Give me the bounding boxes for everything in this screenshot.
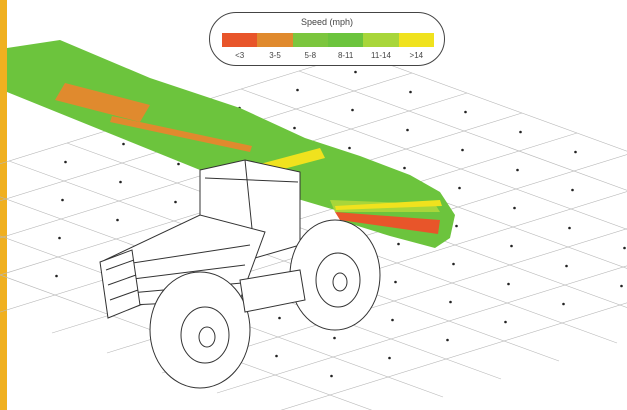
speed-legend: Speed (mph) <3 3-5 5-8 8-11 11-14 >14 [209,12,445,66]
path-segment-stop-wedge [335,212,440,234]
grid-dot [177,162,180,166]
grid-dot [620,284,623,288]
grid-dot [354,70,357,74]
grid-dot [516,168,519,172]
grid-dot [568,226,571,230]
grid-dot [122,142,125,146]
grid-dot [58,236,61,240]
legend-swatches [222,33,434,47]
grid-line [298,70,627,191]
grid-dot [519,130,522,134]
grid-line [0,52,358,165]
grid-dot [391,318,394,322]
hood-line-1 [119,244,251,266]
grid-dot [116,218,119,222]
grid-line [0,92,468,239]
grille-line-2 [107,274,137,286]
grid-dot [397,242,400,246]
grid-dot [293,126,296,130]
legend-label: 8-11 [337,51,354,60]
grid-dot [351,108,354,112]
legend-swatch [222,33,258,47]
left-edge-bar [0,0,7,410]
path-segment-slow-stripe [110,116,252,152]
grid-dot [510,244,513,248]
grid-dot [388,356,391,360]
legend-swatch [257,33,293,47]
grid-dot [394,280,397,284]
grid-dot [513,206,516,210]
legend-swatch [398,33,434,47]
legend-label: >14 [409,51,424,60]
grid-dot [403,166,406,170]
grid-dot [455,224,458,228]
grid-dot [409,90,412,94]
tractor-wireframe-icon [99,159,381,389]
tractor-frame [239,269,306,313]
grid-line [240,88,627,230]
tractor-grille [99,249,141,319]
grille-line-3 [109,289,139,301]
legend-label: 3-5 [269,51,281,60]
legend-swatch [327,33,364,47]
grid-dot [348,146,351,150]
grid-dot [623,246,626,250]
legend-swatch [363,33,399,47]
grid-dot [504,320,507,324]
grid-dot [464,110,467,114]
legend-label: 5-8 [304,51,317,60]
legend-swatch [292,33,328,47]
grid-dot [64,160,67,164]
grid-dot [55,274,58,278]
front-wheel-hub [198,326,216,348]
grid-line [356,52,627,152]
grid-dot [449,300,452,304]
grid-dot [61,198,64,202]
grid-dot [574,150,577,154]
grid-dot [333,336,336,340]
grid-line [0,72,413,202]
grid-dot [406,128,409,132]
grille-line-1 [105,259,135,271]
legend-label: <3 [235,51,245,60]
cab-roof-line [204,177,299,183]
grid-dot [571,188,574,192]
grid-dot [330,374,333,378]
grid-dot [275,354,278,358]
legend-labels: <3 3-5 5-8 8-11 11-14 >14 [222,51,434,60]
grid-dot [278,316,281,320]
grid-dot [174,200,177,204]
path-segment-slow-band [55,83,150,122]
path-segment-fast-wedge [335,200,442,210]
grid-dot [562,302,565,306]
grid-dot [461,148,464,152]
grid-dot [296,88,299,92]
grid-dot [565,264,568,268]
legend-title: Speed (mph) [300,17,354,27]
grid-dot [507,282,510,286]
rear-wheel-hub [332,272,348,292]
hood-line-2 [124,264,246,281]
grid-dot [119,180,122,184]
grid-dot [458,186,461,190]
grid-dot [446,338,449,342]
legend-label: 11-14 [371,51,391,60]
grid-dot [452,262,455,266]
